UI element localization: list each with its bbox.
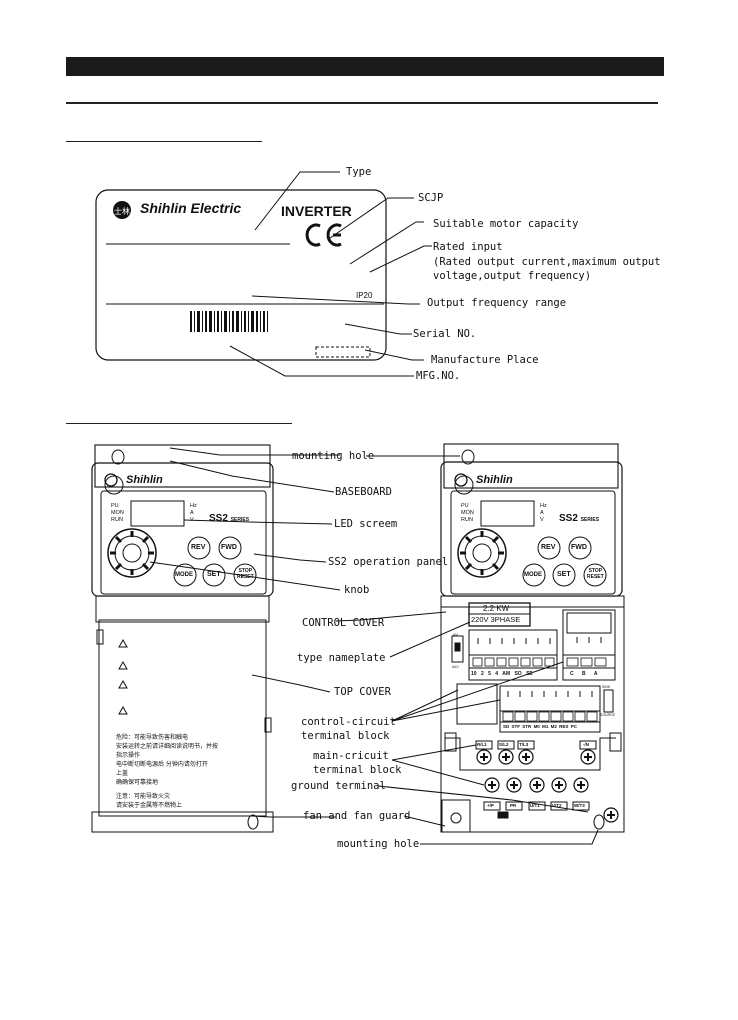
nameplate-brand: Shihlin Electric	[140, 200, 242, 216]
main-terminal-ut1: U/T1	[530, 803, 540, 808]
callout-serial: Serial NO.	[413, 328, 477, 340]
callout-fan: fan and fan guard	[303, 810, 411, 822]
callout-rated-output-2: voltage,output frequency)	[433, 270, 592, 282]
main-terminal-tl3: T/L3	[519, 742, 529, 747]
open-rating-voltage: 220V 3PHASE	[471, 615, 521, 624]
open-fwd-button[interactable]: FWD	[571, 544, 587, 551]
callout-type-nameplate: type nameplate	[297, 652, 386, 664]
front-led-screen	[130, 500, 185, 527]
callout-mfg-no: MFG.NO.	[416, 370, 461, 382]
open-baseboard	[443, 443, 619, 489]
front-warning-text: 危险：可能导致伤害和触电 安装运转之前请详细阅读说明书，并按 指示操作 电中断切…	[116, 734, 219, 809]
barcode-icon	[190, 311, 268, 332]
front-mode-button[interactable]: MODE	[175, 572, 193, 578]
open-set-button[interactable]: SET	[557, 571, 571, 578]
main-terminal-wt3: W/T3	[574, 803, 585, 808]
callout-mounting-hole-bottom: mounting hole	[337, 838, 420, 850]
open-chassis	[440, 595, 625, 833]
callout-motor-capacity: Suitable motor capacity	[433, 218, 579, 230]
subheading-underline-views	[66, 423, 292, 424]
callout-rated-output-1: (Rated output current,maximum output	[433, 256, 661, 268]
front-middle-band	[95, 595, 270, 623]
warning-triangle-icon	[118, 638, 128, 715]
switch-label-av: AV	[453, 632, 459, 637]
callout-led-screen: LED screem	[334, 518, 398, 530]
callout-manufacture-place: Manufacture Place	[431, 354, 539, 366]
callout-knob: knob	[344, 584, 370, 596]
nameplate-outline	[95, 189, 387, 361]
sink-label: SINK	[602, 685, 611, 689]
main-terminal-n: -/N	[583, 742, 589, 747]
main-terminal-pr: PR	[510, 803, 517, 808]
open-rev-button[interactable]: REV	[541, 544, 556, 551]
callout-rated-input: Rated input	[433, 241, 503, 253]
upper-terminal-labels: 10 2 5 4 AM SO SE	[471, 671, 533, 677]
callout-baseboard: BASEBOARD	[335, 486, 392, 498]
shihlin-logo-icon	[113, 201, 131, 219]
main-terminal-rl1: R/L1	[477, 742, 487, 747]
nameplate-product: INVERTER	[281, 203, 352, 219]
open-brand: Shihlin	[476, 474, 513, 486]
open-mode-button[interactable]: MODE	[524, 572, 542, 578]
front-set-button[interactable]: SET	[207, 571, 221, 578]
lower-terminal-labels: SD STF STR M0 M1 M2 RES PC	[503, 724, 577, 729]
ce-mark-icon	[305, 223, 342, 247]
callout-cc-terminal-2: terminal block	[301, 730, 390, 742]
callout-control-cover: CONTROL COVER	[302, 617, 385, 629]
section-header-bar	[66, 57, 664, 76]
callout-ground-terminal: ground terminal	[291, 780, 386, 792]
front-bottom-base	[91, 811, 274, 833]
open-operation-panel	[450, 490, 616, 595]
callout-freq-range: Output frequency range	[427, 297, 567, 309]
front-fwd-button[interactable]: FWD	[221, 544, 237, 551]
svg-text:士林: 士林	[114, 206, 130, 216]
callout-type: Type	[346, 166, 372, 178]
open-series: SS2 SERIES	[559, 513, 600, 524]
callout-cc-terminal-1: control-circuit	[301, 716, 396, 728]
heading-rule	[66, 102, 658, 104]
callout-mc-terminal-1: main-cricuit	[313, 750, 389, 762]
open-rating-kw: 2.2 KW	[483, 604, 510, 613]
front-series: SS2 SERIES	[209, 513, 250, 524]
callout-operation-panel: SS2 operation panel	[328, 556, 449, 568]
callout-scjp: SCJP	[418, 192, 444, 204]
main-terminal-vt2: V/T2	[552, 803, 562, 808]
source-label: SOURCE	[600, 713, 615, 717]
callout-mc-terminal-2: terminal block	[313, 764, 402, 776]
nameplate-ip-rating: IP20	[356, 291, 373, 300]
front-brand: Shihlin	[126, 474, 163, 486]
callout-top-cover: TOP COVER	[334, 686, 391, 698]
callout-mounting-hole-top: mounting hole	[292, 450, 375, 462]
main-terminal-p: +/P	[487, 803, 494, 808]
front-baseboard	[94, 444, 271, 488]
front-operation-panel	[100, 490, 267, 595]
relay-terminal-labels: C B A	[570, 671, 598, 677]
front-rev-button[interactable]: REV	[191, 544, 206, 551]
place-box	[315, 346, 371, 358]
switch-label-aci: ACI	[452, 664, 459, 669]
subheading-underline-nameplate	[66, 141, 262, 142]
main-terminal-sl2: S/L2	[499, 742, 509, 747]
